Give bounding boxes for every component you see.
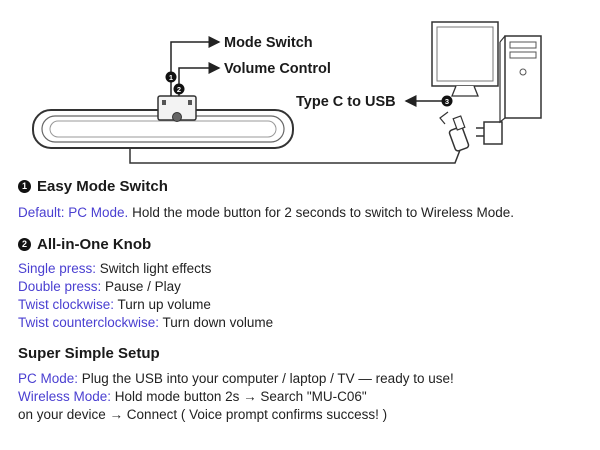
section-setup: Super Simple Setup PC Mode: Plug the USB… [18,345,590,424]
type-c-label: Type C to USB [296,94,396,110]
marker-2: 2 [173,83,185,95]
knob-functions-list: Single press: Switch light effects Doubl… [18,260,590,332]
setup-heading: Super Simple Setup [18,345,160,362]
setup-instructions: PC Mode: Plug the USB into your computer… [18,370,590,424]
list-item: Double press: Pause / Play [18,279,181,294]
marker-1-badge: 1 [18,180,31,193]
usb-plug [439,111,470,152]
mode-switch-label: Mode Switch [224,35,313,51]
marker-1: 1 [165,71,177,83]
list-item: Twist counterclockwise: Turn down volume [18,315,274,330]
list-item: Single press: Switch light effects [18,261,212,276]
soundbar-illustration [32,109,294,149]
knob-module [157,95,197,122]
wireless-mode-line-2: on your device → Connect ( Voice prompt … [18,407,388,422]
section-all-in-one-knob: 2 All-in-One Knob Single press: Switch l… [18,236,590,332]
volume-control-leader [178,62,221,96]
volume-control-label: Volume Control [224,61,331,77]
usb-adapter [476,121,503,145]
product-diagram: 1 2 Mode Switch Volume Control Type C to… [32,21,542,164]
default-mode-line: Default: PC Mode. Hold the mode button f… [18,205,514,220]
easy-mode-switch-heading: 1 Easy Mode Switch [18,178,590,195]
marker-2-badge: 2 [18,238,31,251]
computer-illustration [431,21,542,124]
wireless-mode-line: Wireless Mode: Hold mode button 2s → Sea… [18,389,367,404]
usb-cable [129,148,461,164]
marker-3: 3 [441,95,453,107]
svg-text:3: 3 [445,97,449,106]
pc-mode-line: PC Mode: Plug the USB into your computer… [18,371,454,386]
list-item: Twist clockwise: Turn up volume [18,297,211,312]
knob-heading: 2 All-in-One Knob [18,236,590,253]
section-easy-mode-switch: 1 Easy Mode Switch Default: PC Mode. Hol… [18,178,590,222]
svg-text:1: 1 [169,73,173,82]
svg-text:2: 2 [177,85,181,94]
